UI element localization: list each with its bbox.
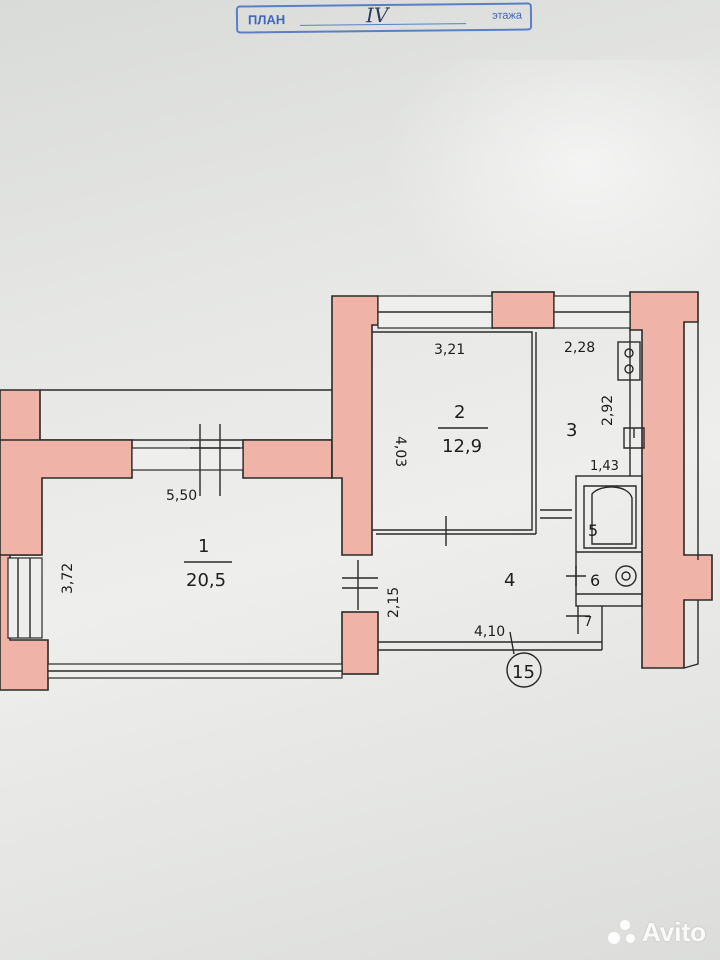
- dim-room1-width: 5,50: [166, 488, 197, 504]
- room2-number: 2: [454, 402, 465, 423]
- dim-hall-width: 4,10: [474, 624, 505, 640]
- dim-room2-width: 3,21: [434, 342, 465, 358]
- room7-number: 7: [584, 615, 592, 630]
- bath-door-mark-a: [540, 509, 572, 519]
- room2-area: 12,9: [442, 436, 482, 457]
- closet-door-mark: [566, 606, 590, 634]
- dim-room3-depth: 2,92: [600, 395, 616, 426]
- wall-top-mid: [491, 291, 555, 329]
- dim-hall-depth: 2,15: [386, 587, 402, 618]
- right-corner-line: [683, 600, 699, 669]
- wall-room1-room2: [331, 295, 379, 556]
- apartment-number-circle: [506, 652, 542, 688]
- wall-room1-top-right: [242, 439, 333, 479]
- dim-room2-depth: 4,03: [392, 436, 408, 467]
- watermark-text: Avito: [641, 917, 706, 947]
- watermark: Avito: [607, 917, 706, 948]
- room3-number: 3: [566, 420, 577, 441]
- room5-number: 5: [588, 521, 598, 540]
- apartment-number: 15: [512, 662, 535, 683]
- bathtub-icon: [583, 485, 637, 549]
- stove-icon: [617, 341, 641, 381]
- toilet-icon: [615, 565, 637, 587]
- avito-logo-icon: [607, 919, 638, 946]
- room1-top-opening: [131, 447, 244, 471]
- sink-icon: [623, 427, 645, 449]
- stove-burner-bottom: [624, 364, 634, 374]
- room1-number: 1: [198, 536, 209, 557]
- wall-hall-left: [341, 611, 379, 675]
- dim-room3-width: 2,28: [564, 340, 595, 356]
- wall-room1-top-left: [0, 439, 133, 556]
- room1-area: 20,5: [186, 570, 226, 591]
- stove-burner-top: [624, 348, 634, 358]
- room4-number: 4: [504, 570, 515, 591]
- room1-door-mark: [342, 560, 378, 610]
- wc-door-mark: [566, 566, 586, 586]
- toilet-icon-inner: [621, 571, 631, 581]
- dim-bath-width: 1,43: [590, 459, 619, 474]
- apartment-number-leader: [509, 631, 515, 655]
- bathroom-outline: [575, 475, 643, 607]
- room2-outline: [372, 331, 533, 531]
- room6-number: 6: [590, 571, 600, 590]
- room1-side-window: [7, 557, 43, 639]
- dim-room1-depth: 3,72: [60, 563, 76, 594]
